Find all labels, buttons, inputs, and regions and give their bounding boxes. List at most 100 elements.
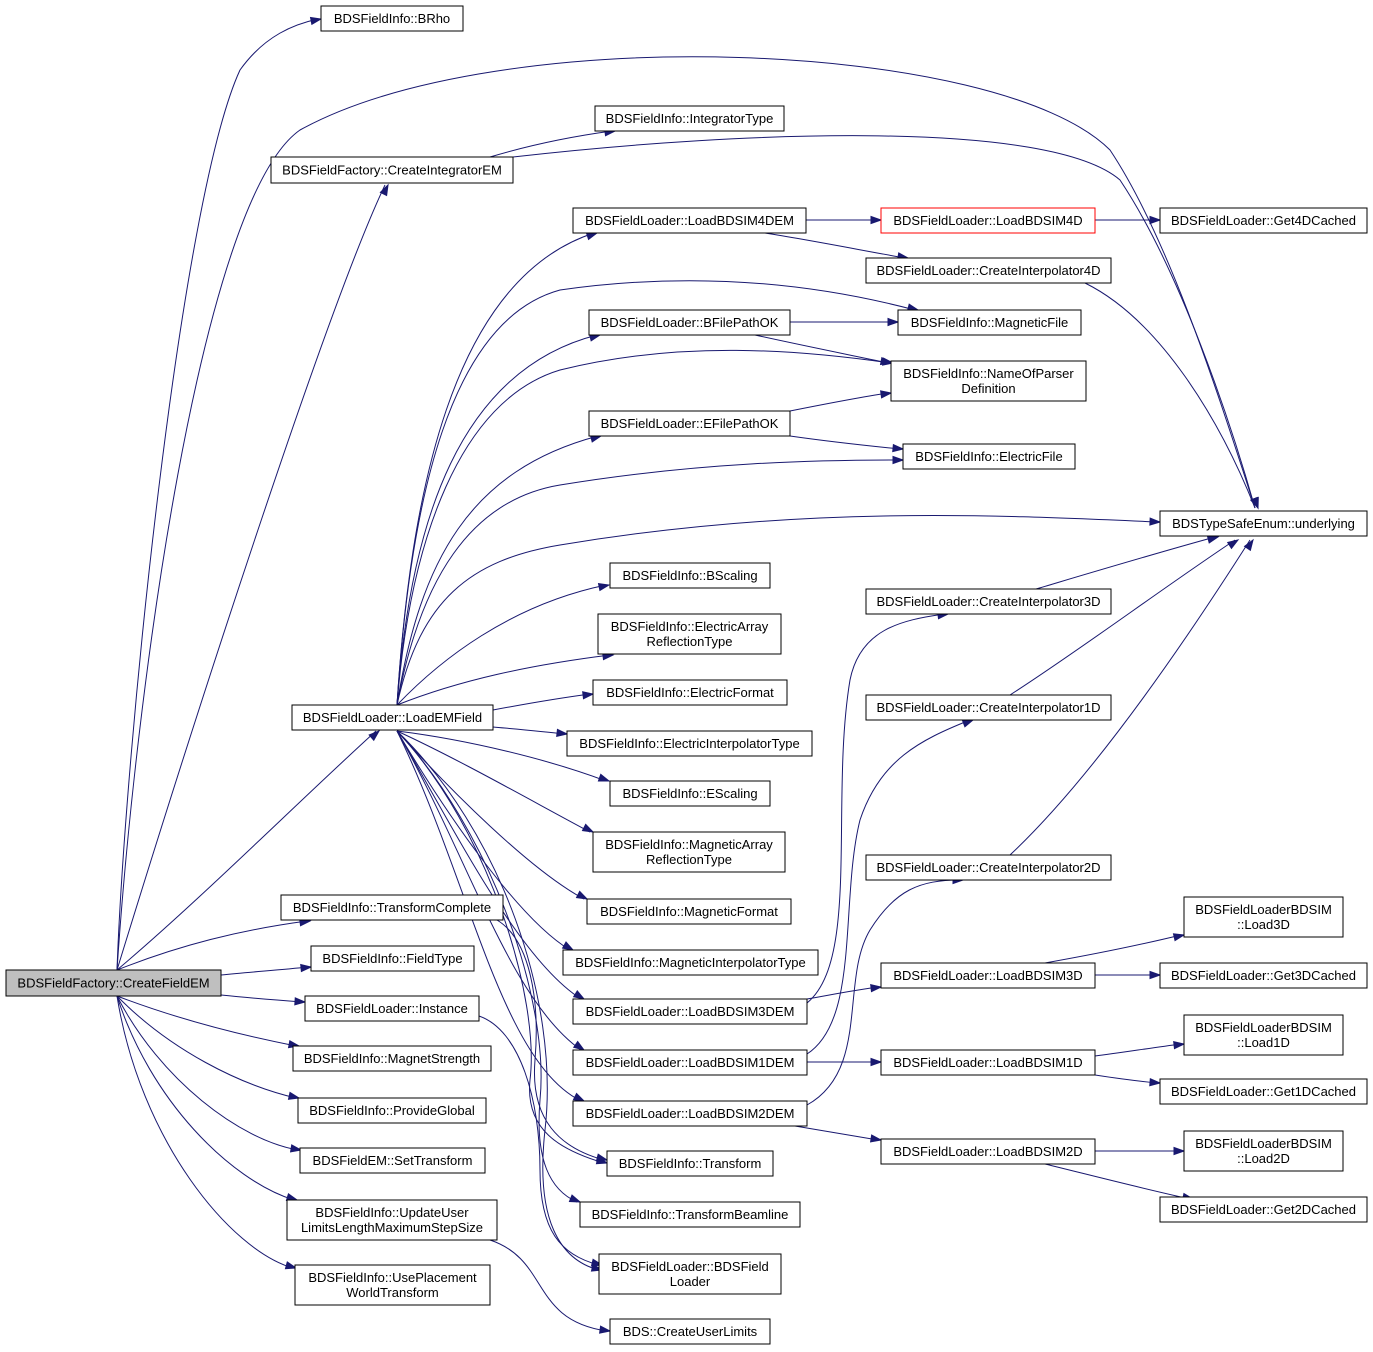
node-createInterpolator3D[interactable]: BDSFieldLoader::CreateInterpolator3D [865,588,1112,615]
node-load1D[interactable]: BDSFieldLoaderBDSIM::Load1D [1183,1014,1344,1056]
node-createUserLimits[interactable]: BDS::CreateUserLimits [609,1318,771,1345]
node-box[interactable] [880,1138,1096,1165]
node-box[interactable] [294,1264,491,1306]
node-transform[interactable]: BDSFieldInfo::Transform [606,1150,774,1177]
node-box[interactable] [5,969,222,997]
node-box[interactable] [320,5,464,32]
node-box[interactable] [606,1150,774,1177]
node-instance[interactable]: BDSFieldLoader::Instance [304,995,480,1022]
node-electricFile[interactable]: BDSFieldInfo::ElectricFile [902,443,1076,470]
node-box[interactable] [579,1201,801,1228]
node-magneticFormat[interactable]: BDSFieldInfo::MagneticFormat [586,898,792,925]
node-eFilePathOK[interactable]: BDSFieldLoader::EFilePathOK [588,410,791,437]
node-box[interactable] [1159,1196,1368,1223]
node-box[interactable] [297,1097,487,1124]
node-magneticArrayRefl[interactable]: BDSFieldInfo::MagneticArrayReflectionTyp… [592,831,786,873]
node-provideGlobal[interactable]: BDSFieldInfo::ProvideGlobal [297,1097,487,1124]
node-magnetStrength[interactable]: BDSFieldInfo::MagnetStrength [292,1045,492,1072]
node-box[interactable] [880,207,1096,234]
node-box[interactable] [609,1318,771,1345]
node-electricInterpType[interactable]: BDSFieldInfo::ElectricInterpolatorType [566,730,813,757]
node-box[interactable] [609,562,771,589]
node-electricArrayRefl[interactable]: BDSFieldInfo::ElectricArrayReflectionTyp… [597,613,782,655]
node-box[interactable] [1159,207,1368,234]
node-get2DCached[interactable]: BDSFieldLoader::Get2DCached [1159,1196,1368,1223]
node-box[interactable] [592,831,786,873]
node-box[interactable] [594,105,785,132]
node-loadBDSIM4D[interactable]: BDSFieldLoader::LoadBDSIM4D [880,207,1096,234]
node-box[interactable] [572,1049,808,1076]
node-box[interactable] [865,588,1112,615]
node-eScaling[interactable]: BDSFieldInfo::EScaling [609,780,771,807]
node-magneticInterpType[interactable]: BDSFieldInfo::MagneticInterpolatorType [562,949,819,976]
node-box[interactable] [865,694,1112,721]
node-box[interactable] [592,679,788,706]
node-transformComplete[interactable]: BDSFieldInfo::TransformComplete [280,894,504,921]
node-box[interactable] [609,780,771,807]
node-loadBDSIM1DEM[interactable]: BDSFieldLoader::LoadBDSIM1DEM [572,1049,808,1076]
node-createInterpolator1D[interactable]: BDSFieldLoader::CreateInterpolator1D [865,694,1112,721]
node-box[interactable] [588,309,791,336]
node-box[interactable] [572,207,807,234]
node-box[interactable] [304,995,480,1022]
node-box[interactable] [880,1049,1096,1076]
node-bdsFieldLoaderCtor[interactable]: BDSFieldLoader::BDSFieldLoader [598,1253,782,1295]
node-box[interactable] [562,949,819,976]
node-bFilePathOK[interactable]: BDSFieldLoader::BFilePathOK [588,309,791,336]
node-bScaling[interactable]: BDSFieldInfo::BScaling [609,562,771,589]
node-box[interactable] [292,1045,492,1072]
node-load3D[interactable]: BDSFieldLoaderBDSIM::Load3D [1183,896,1344,938]
node-box[interactable] [280,894,504,921]
node-box[interactable] [586,898,792,925]
node-setTransform[interactable]: BDSFieldEM::SetTransform [299,1147,486,1174]
node-box[interactable] [897,309,1082,336]
node-loadEMField[interactable]: BDSFieldLoader::LoadEMField [291,704,494,731]
node-box[interactable] [291,704,494,731]
node-loadBDSIM4DEM[interactable]: BDSFieldLoader::LoadBDSIM4DEM [572,207,807,234]
node-box[interactable] [902,443,1076,470]
node-box[interactable] [572,1100,808,1127]
node-load2D[interactable]: BDSFieldLoaderBDSIM::Load2D [1183,1130,1344,1172]
node-loadBDSIM1D[interactable]: BDSFieldLoader::LoadBDSIM1D [880,1049,1096,1076]
node-underlying[interactable]: BDSTypeSafeEnum::underlying [1159,510,1368,537]
node-bRho[interactable]: BDSFieldInfo::BRho [320,5,464,32]
node-box[interactable] [1183,896,1344,938]
node-loadBDSIM3D[interactable]: BDSFieldLoader::LoadBDSIM3D [880,962,1096,989]
node-magneticFile[interactable]: BDSFieldInfo::MagneticFile [897,309,1082,336]
node-box[interactable] [1159,962,1368,989]
node-loadBDSIM2D[interactable]: BDSFieldLoader::LoadBDSIM2D [880,1138,1096,1165]
node-get4DCached[interactable]: BDSFieldLoader::Get4DCached [1159,207,1368,234]
node-box[interactable] [1159,1078,1368,1105]
node-box[interactable] [1183,1130,1344,1172]
node-box[interactable] [286,1199,498,1241]
node-box[interactable] [598,1253,782,1295]
node-box[interactable] [1183,1014,1344,1056]
node-box[interactable] [572,998,808,1025]
node-box[interactable] [865,257,1112,284]
node-loadBDSIM3DEM[interactable]: BDSFieldLoader::LoadBDSIM3DEM [572,998,808,1025]
node-get3DCached[interactable]: BDSFieldLoader::Get3DCached [1159,962,1368,989]
node-loadBDSIM2DEM[interactable]: BDSFieldLoader::LoadBDSIM2DEM [572,1100,808,1127]
node-box[interactable] [1159,510,1368,537]
node-get1DCached[interactable]: BDSFieldLoader::Get1DCached [1159,1078,1368,1105]
node-updateUserLimits[interactable]: BDSFieldInfo::UpdateUserLimitsLengthMaxi… [286,1199,498,1241]
node-createIntegratorEM[interactable]: BDSFieldFactory::CreateIntegratorEM [270,156,514,184]
node-integratorType[interactable]: BDSFieldInfo::IntegratorType [594,105,785,132]
node-box[interactable] [880,962,1096,989]
node-createInterpolator4D[interactable]: BDSFieldLoader::CreateInterpolator4D [865,257,1112,284]
node-box[interactable] [865,854,1112,881]
node-box[interactable] [597,613,782,655]
node-electricFormat[interactable]: BDSFieldInfo::ElectricFormat [592,679,788,706]
node-createInterpolator2D[interactable]: BDSFieldLoader::CreateInterpolator2D [865,854,1112,881]
node-box[interactable] [310,945,475,972]
node-box[interactable] [270,156,514,184]
node-box[interactable] [890,360,1087,402]
node-box[interactable] [588,410,791,437]
node-box[interactable] [566,730,813,757]
node-fieldType[interactable]: BDSFieldInfo::FieldType [310,945,475,972]
node-box[interactable] [299,1147,486,1174]
node-createFieldEM[interactable]: BDSFieldFactory::CreateFieldEM [5,969,222,997]
node-transformBeamline[interactable]: BDSFieldInfo::TransformBeamline [579,1201,801,1228]
